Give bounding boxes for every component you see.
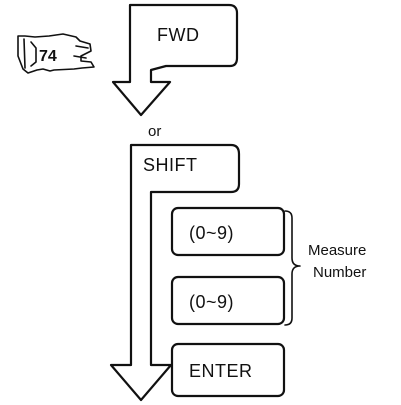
forward-flow-arrow: FWD (111, 3, 239, 117)
fwd-key-label: FWD (157, 25, 199, 45)
digit-key-one: (0~9) (170, 206, 286, 257)
shift-sequence-arrow: SHIFT (109, 143, 241, 402)
step-number-label: 74 (39, 48, 57, 65)
digit-key-two: (0~9) (170, 275, 286, 326)
shift-key-label: SHIFT (143, 155, 198, 175)
enter-key: ENTER (170, 342, 286, 398)
digit-key-two-label: (0~9) (189, 292, 234, 312)
pointing-hand-icon: 74 (17, 33, 95, 74)
digit-key-one-label: (0~9) (189, 223, 234, 243)
or-label: or (148, 123, 161, 140)
measure-label: Measure (308, 242, 366, 259)
measure-number-brace: Measure Number (284, 210, 366, 326)
number-label: Number (313, 264, 366, 281)
enter-key-label: ENTER (189, 361, 253, 381)
